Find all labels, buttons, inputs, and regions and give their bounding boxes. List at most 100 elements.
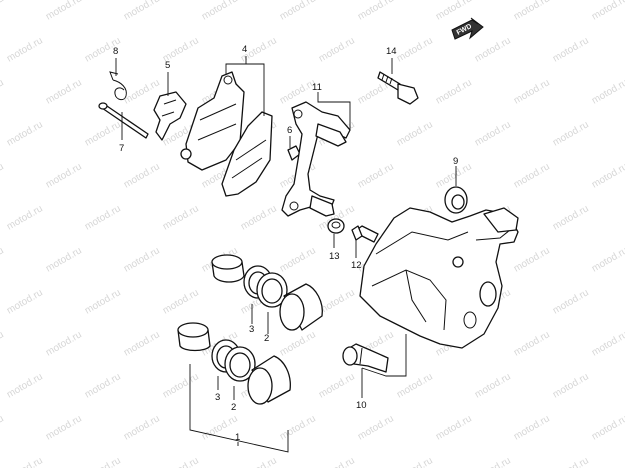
callout-2-lower: 2 [231, 402, 236, 413]
watermark-text: motod.ru [317, 35, 357, 64]
watermark-text: motod.ru [590, 413, 625, 442]
watermark-text: motod.ru [200, 0, 240, 23]
part-13-bleeder-cap [327, 218, 345, 234]
watermark-text: motod.ru [512, 0, 552, 23]
callout-4: 4 [242, 44, 247, 55]
part-12-bleeder-screw [351, 225, 379, 243]
watermark-text: motod.ru [5, 119, 45, 148]
watermark-text: motod.ru [434, 77, 474, 106]
watermark-text: motod.ru [122, 77, 162, 106]
watermark-text: motod.ru [356, 413, 396, 442]
watermark-text: motod.ru [44, 245, 84, 274]
watermark-text: motod.ru [551, 119, 591, 148]
watermark-text: motod.ru [5, 455, 45, 468]
callout-5: 5 [165, 60, 170, 71]
watermark-text: motod.ru [161, 455, 201, 468]
watermark-text: motod.ru [44, 329, 84, 358]
callout-10: 10 [356, 400, 367, 411]
watermark-text: motod.ru [5, 203, 45, 232]
part-14-bolt [377, 71, 419, 105]
watermark-text: motod.ru [512, 245, 552, 274]
watermark-text: motod.ru [0, 245, 6, 274]
watermark-text: motod.ru [317, 455, 357, 468]
watermark-text: motod.ru [551, 455, 591, 468]
watermark-text: motod.ru [356, 0, 396, 23]
watermark-text: motod.ru [44, 413, 84, 442]
callout-13: 13 [329, 251, 340, 262]
part-4-brake-pads [180, 71, 273, 197]
watermark-text: motod.ru [83, 287, 123, 316]
watermark-text: motod.ru [473, 35, 513, 64]
watermark-text: motod.ru [161, 203, 201, 232]
callout-12: 12 [351, 260, 362, 271]
watermark-text: motod.ru [0, 161, 6, 190]
watermark-text: motod.ru [44, 161, 84, 190]
watermark-text: motod.ru [0, 0, 6, 23]
callout-7: 7 [119, 143, 124, 154]
watermark-text: motod.ru [512, 329, 552, 358]
callout-2-upper: 2 [264, 333, 269, 344]
watermark-text: motod.ru [5, 35, 45, 64]
callout-8: 8 [113, 46, 118, 57]
watermark-text: motod.ru [0, 413, 6, 442]
callout-1: 1 [235, 432, 240, 443]
watermark-text: motod.ru [278, 0, 318, 23]
watermark-text: motod.ru [395, 35, 435, 64]
watermark-text: motod.ru [317, 371, 357, 400]
watermark-text: motod.ru [0, 77, 6, 106]
watermark-text: motod.ru [5, 287, 45, 316]
watermark-text: motod.ru [512, 413, 552, 442]
watermark-text: motod.ru [473, 371, 513, 400]
callout-11: 11 [312, 82, 322, 93]
watermark-text: motod.ru [551, 287, 591, 316]
watermark-text: motod.ru [590, 0, 625, 23]
part-10-slide-pin [342, 343, 389, 373]
watermark-text: motod.ru [395, 455, 435, 468]
watermark-text: motod.ru [83, 371, 123, 400]
watermark-text: motod.ru [83, 455, 123, 468]
watermark-text: motod.ru [512, 77, 552, 106]
watermark-text: motod.ru [434, 413, 474, 442]
watermark-text: motod.ru [161, 287, 201, 316]
watermark-text: motod.ru [83, 119, 123, 148]
watermark-text: motod.ru [395, 119, 435, 148]
callout-6: 6 [287, 125, 292, 136]
upper-piston-set [211, 254, 323, 331]
watermark-text: motod.ru [200, 413, 240, 442]
watermark-text: motod.ru [590, 245, 625, 274]
watermark-text: motod.ru [551, 35, 591, 64]
part-9-dust-boot [444, 186, 468, 214]
watermark-text: motod.ru [356, 161, 396, 190]
watermark-text: motod.ru [590, 77, 625, 106]
watermark-text: motod.ru [278, 245, 318, 274]
callouts: 1 2 2 3 3 4 5 6 7 8 9 10 11 12 13 14 [113, 44, 458, 443]
watermark-text: motod.ru [473, 455, 513, 468]
watermark-text: motod.ru [83, 203, 123, 232]
watermark-text: motod.ru [434, 0, 474, 23]
watermark-text: motod.ru [239, 455, 279, 468]
watermark-text: motod.ru [122, 0, 162, 23]
watermark-text: motod.ru [239, 203, 279, 232]
watermark-text: motod.ru [512, 161, 552, 190]
leader-lines [115, 56, 457, 453]
lower-piston-set [177, 322, 291, 405]
watermark-text: motod.ru [0, 329, 6, 358]
watermark-text: motod.ru [278, 413, 318, 442]
callout-14: 14 [386, 46, 397, 57]
watermark-text: motod.ru [122, 329, 162, 358]
watermark-text: motod.ru [5, 371, 45, 400]
watermark-text: motod.ru [590, 161, 625, 190]
part-11-caliper-bracket [281, 101, 351, 217]
watermark-text: motod.ru [278, 329, 318, 358]
caliper-body [359, 207, 519, 349]
watermark-text: motod.ru [551, 203, 591, 232]
part-5-pad-spring [153, 91, 187, 141]
watermark-text: motod.ru [551, 371, 591, 400]
callout-3-upper: 3 [249, 324, 254, 335]
part-7-pad-pin [98, 102, 149, 139]
watermark-text: motod.ru [473, 119, 513, 148]
watermark-text: motod.ru [590, 329, 625, 358]
callout-9: 9 [453, 156, 458, 167]
